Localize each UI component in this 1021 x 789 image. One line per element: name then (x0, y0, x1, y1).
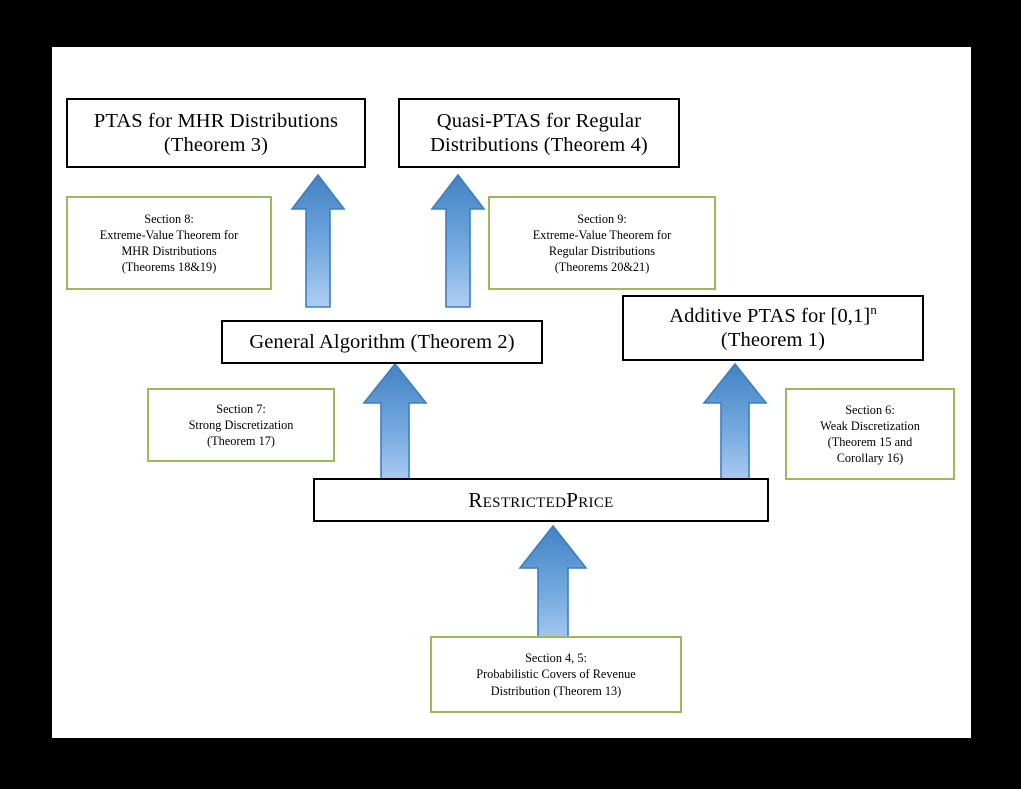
section-box-7[interactable]: Section 7: Strong Discretization (Theore… (147, 388, 335, 462)
result-box-restricted-price[interactable]: RestrictedPrice (313, 478, 769, 522)
section-box-9[interactable]: Section 9: Extreme-Value Theorem for Reg… (488, 196, 716, 290)
arrow-to-additive-ptas (702, 362, 768, 486)
section-box-4-5[interactable]: Section 4, 5: Probabilistic Covers of Re… (430, 636, 682, 713)
section-box-6-label: Section 6: Weak Discretization (Theorem … (820, 402, 920, 466)
section-box-7-label: Section 7: Strong Discretization (Theore… (188, 401, 294, 449)
result-box-quasi-ptas-regular-label: Quasi-PTAS for Regular Distributions (Th… (430, 109, 648, 156)
section-box-6[interactable]: Section 6: Weak Discretization (Theorem … (785, 388, 955, 480)
result-box-quasi-ptas-regular[interactable]: Quasi-PTAS for Regular Distributions (Th… (398, 98, 680, 168)
arrow-to-ptas-mhr (290, 173, 346, 309)
section-box-4-5-label: Section 4, 5: Probabilistic Covers of Re… (476, 651, 636, 698)
superscript-n: n (870, 302, 877, 317)
result-box-additive-ptas-label: Additive PTAS for [0,1]n (Theorem 1) (669, 302, 877, 351)
arrow-to-quasi-ptas (430, 173, 486, 309)
result-box-ptas-mhr[interactable]: PTAS for MHR Distributions (Theorem 3) (66, 98, 366, 168)
result-box-general-algorithm[interactable]: General Algorithm (Theorem 2) (221, 320, 543, 364)
section-box-8-label: Section 8: Extreme-Value Theorem for MHR… (99, 211, 239, 275)
result-box-additive-ptas[interactable]: Additive PTAS for [0,1]n (Theorem 1) (622, 295, 924, 361)
result-box-general-algorithm-label: General Algorithm (Theorem 2) (249, 330, 515, 353)
section-box-9-label: Section 9: Extreme-Value Theorem for Reg… (532, 211, 672, 275)
arrow-to-general-algorithm (362, 362, 428, 486)
diagram-canvas: PTAS for MHR Distributions (Theorem 3) Q… (52, 47, 971, 738)
arrow-to-restricted-price (518, 524, 588, 650)
section-box-8[interactable]: Section 8: Extreme-Value Theorem for MHR… (66, 196, 272, 290)
result-box-restricted-price-label: RestrictedPrice (468, 487, 614, 512)
result-box-ptas-mhr-label: PTAS for MHR Distributions (Theorem 3) (93, 109, 339, 156)
